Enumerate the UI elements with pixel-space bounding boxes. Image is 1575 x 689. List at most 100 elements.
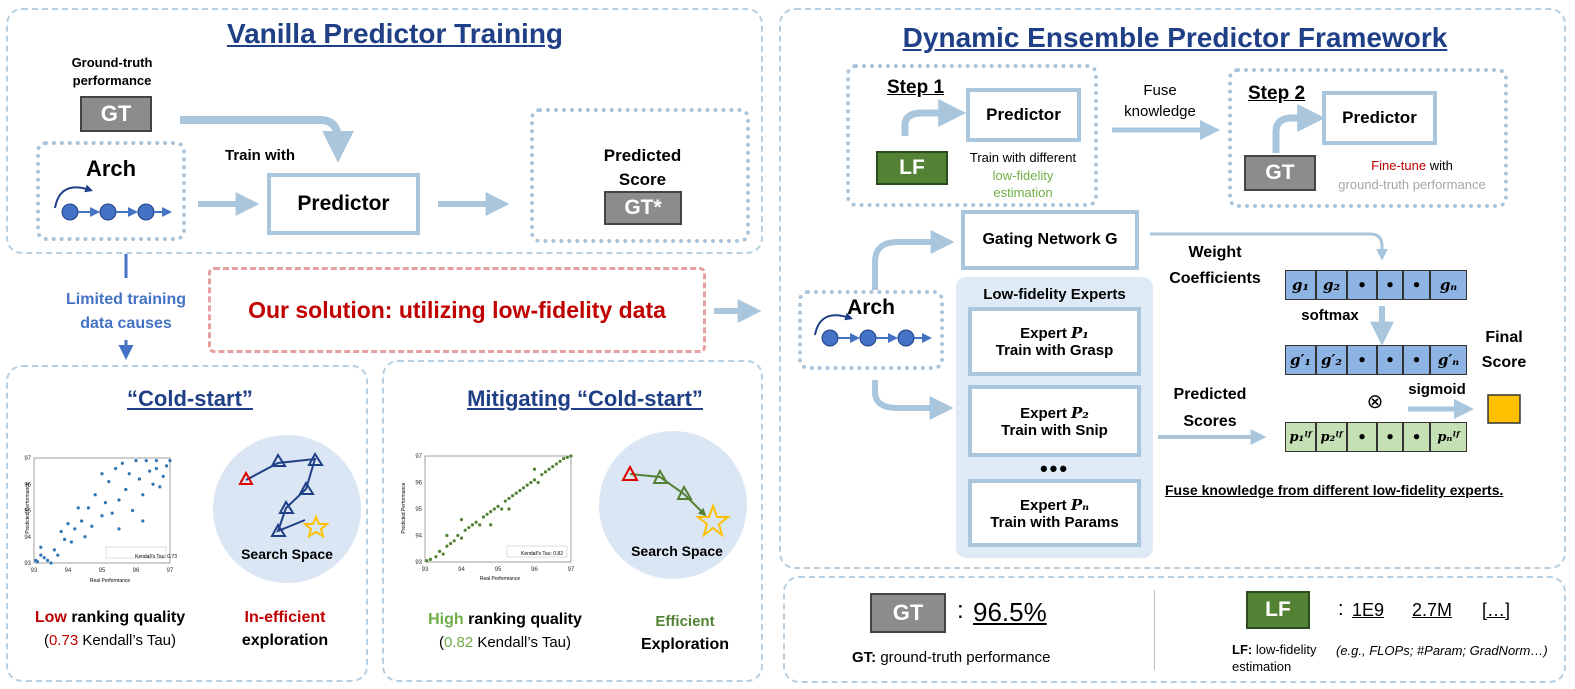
cold-plot-legend: Kendall's Tau: 0.73	[134, 554, 177, 560]
scatter-point	[425, 559, 429, 563]
scatter-point	[507, 507, 511, 511]
arch-box-right	[798, 290, 944, 370]
scatter-point	[452, 539, 456, 543]
gp-cell: •	[1347, 345, 1377, 375]
plot-legend-box	[105, 546, 167, 559]
arch-to-gating-arrow	[872, 230, 955, 290]
scatter-point	[42, 556, 46, 560]
scatter-point	[161, 474, 165, 478]
scatter-point	[141, 493, 145, 497]
expert-2-title: Expert P₂	[1020, 404, 1089, 422]
gt-box-top: GT	[80, 96, 152, 132]
step2-predictor-box: Predictor	[1322, 91, 1437, 145]
expert-2-box: Expert P₂ Train with Snip	[968, 385, 1141, 457]
mit-eff-rest: Exploration	[640, 636, 729, 653]
scatter-point	[103, 501, 107, 505]
y-tick-label: 96	[415, 481, 422, 487]
expert-1-box: Expert P₁ Train with Grasp	[968, 307, 1141, 376]
x-tick-label: 96	[531, 567, 538, 573]
experts-dots: •••	[1039, 456, 1070, 481]
g-cell: gₙ	[1430, 270, 1467, 300]
legend-lf-colon: :	[1338, 598, 1344, 620]
expert-1-a: Expert	[1020, 325, 1071, 342]
scatter-point	[503, 499, 507, 503]
legend-gt-box: GT	[870, 593, 946, 633]
scatter-point	[485, 512, 489, 516]
legend-divider	[1154, 590, 1155, 670]
scatter-point	[492, 507, 496, 511]
scatter-point	[117, 498, 121, 502]
scatter-point	[107, 480, 111, 484]
scatter-point	[438, 549, 442, 554]
p-cell: p₂ˡᶠ	[1316, 422, 1347, 452]
expert-n-train: Train with Params	[990, 513, 1119, 531]
mit-plot-xlabel: Real Performance	[479, 576, 521, 582]
x-tick-label: 95	[495, 567, 502, 573]
expert-n-a: Expert	[1019, 496, 1071, 514]
scatter-point	[80, 519, 84, 523]
scatter-point	[496, 504, 500, 508]
cold-eff-word: In-efficient	[244, 609, 326, 626]
cold-eff-rest: exploration	[241, 632, 329, 649]
gp-cell: •	[1403, 345, 1430, 375]
scatter-point	[507, 496, 511, 500]
scatter-point	[69, 540, 73, 544]
scatter-point	[489, 510, 493, 514]
train-diff-label: Train with different	[969, 150, 1077, 165]
mit-quality-label: High ranking quality	[405, 611, 605, 629]
x-tick-label: 94	[65, 568, 72, 574]
scatter-point	[56, 553, 60, 557]
cold-plot-ylabel: Predicted Performance	[25, 482, 31, 534]
legend-gt-desc-text: ground-truth performance	[876, 649, 1051, 666]
otimes-symbol: ⊗	[1366, 391, 1384, 413]
g-cell: g₂	[1316, 270, 1347, 300]
scatter-point	[456, 533, 460, 538]
search-space-mitigate	[599, 431, 747, 579]
scatter-point	[158, 485, 162, 489]
scatter-point	[168, 459, 172, 463]
scatter-point	[73, 527, 77, 531]
cold-tau-rest: Kendall’s Tau)	[78, 632, 177, 649]
expert-n-sym: Pₙ	[1070, 495, 1089, 514]
y-tick-label: 94	[415, 534, 422, 540]
arch-label-right: Arch	[847, 296, 895, 319]
y-tick-label: 93	[415, 560, 422, 566]
scatter-point	[532, 478, 537, 482]
predicted-scores-label: Predicted Scores	[1173, 386, 1247, 430]
cold-tau-label: (0.73 Kendall’s Tau)	[43, 632, 177, 649]
arch-label-top: Arch	[85, 156, 137, 181]
scatter-point	[83, 535, 87, 539]
fuse-caption: Fuse knowledge from different low-fideli…	[1165, 482, 1504, 498]
scatter-point	[536, 480, 540, 485]
legend-gt-desc-bold: GT:	[852, 649, 877, 666]
g-cell: •	[1347, 270, 1377, 300]
legend-lf-examples: (e.g., FLOPs; #Param; GradNorm…)	[1336, 643, 1548, 658]
expert-2-a: Expert	[1020, 404, 1071, 422]
step1-predictor-box: Predictor	[966, 88, 1081, 142]
final-score-label: Final Score	[1481, 329, 1527, 371]
step2-label: Step 2	[1248, 83, 1306, 104]
scatter-point	[428, 557, 433, 561]
x-tick-label: 95	[99, 568, 106, 574]
legend-lf-desc: LF: low-fidelity estimation	[1232, 641, 1342, 675]
y-tick-label: 97	[24, 456, 31, 462]
final-score-square	[1487, 394, 1521, 424]
cold-plot-xlabel: Real Performance	[89, 578, 131, 584]
plot-legend-box	[506, 545, 568, 558]
finetune-rest: with	[1426, 158, 1453, 173]
y-tick-label: 94	[24, 535, 31, 541]
scatter-point	[141, 519, 145, 523]
limited-data-label: Limited training data causes	[66, 291, 186, 332]
predictor-box-top: Predictor	[267, 173, 420, 235]
scatter-point	[127, 472, 131, 476]
legend-lf-v1: 1E9	[1352, 600, 1385, 620]
step1-lf-box: LF	[876, 151, 948, 185]
scatter-point	[165, 464, 169, 468]
scatter-point	[463, 528, 467, 532]
scatter-point	[562, 457, 566, 461]
mit-quality-word: High	[428, 611, 464, 628]
finetune-word: Fine-tune	[1371, 158, 1427, 173]
expert-n-box: Expert Pₙ Train with Params	[968, 479, 1141, 547]
fuse-knowledge-label: Fuse knowledge	[1124, 82, 1196, 120]
scatter-point	[521, 486, 526, 490]
